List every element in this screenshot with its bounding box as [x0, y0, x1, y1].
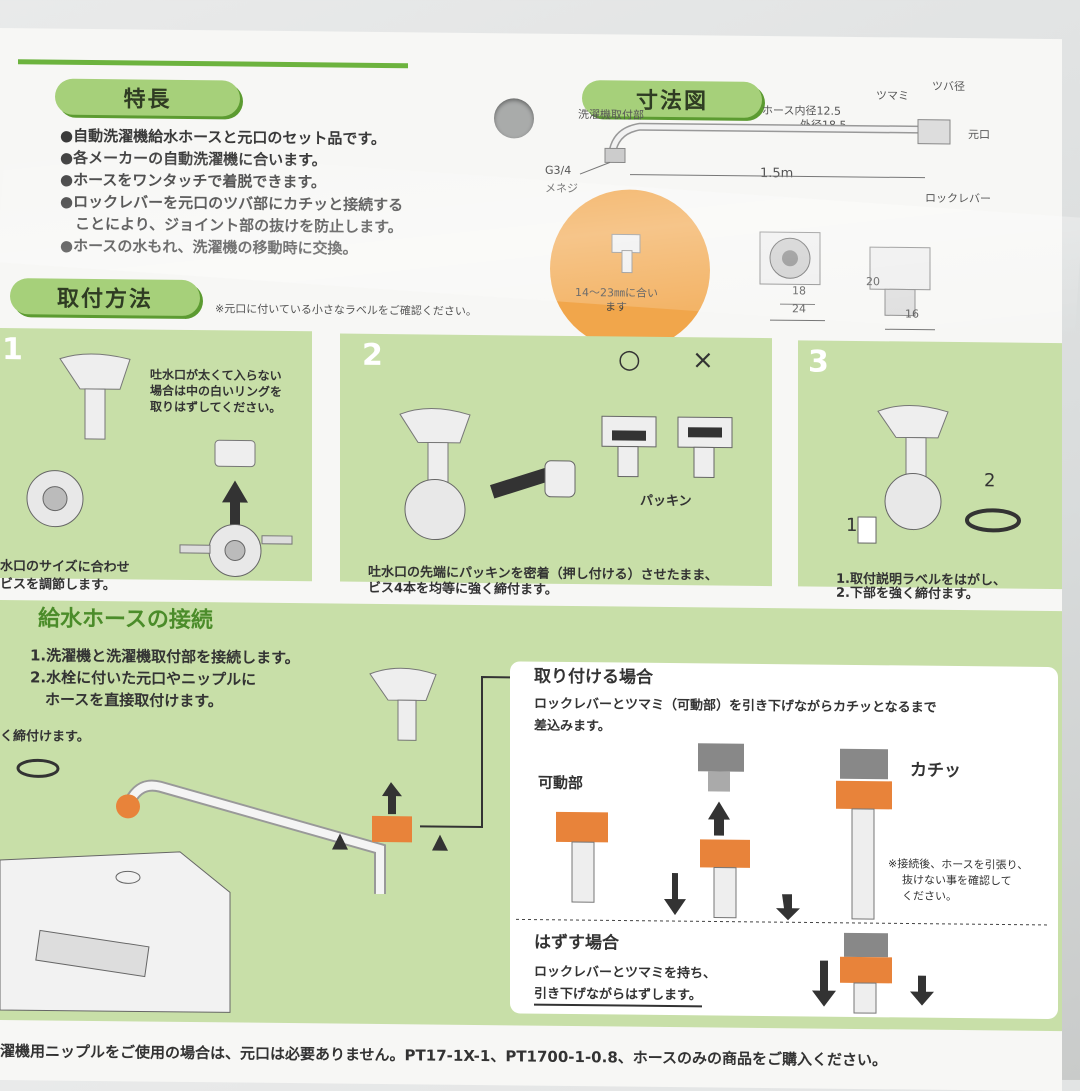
step2-panel: 2 ○ × パッキン 吐水口の先端にパッキンを密着（押し付ける）させたまま、: [340, 334, 772, 587]
detach-desc1: ロックレバーとツマミを持ち、: [534, 964, 716, 984]
install-title: 取付方法: [10, 278, 200, 316]
step1-text1: 水口のサイズに合わせ: [0, 558, 130, 577]
fits-range-line2: ます: [605, 298, 627, 314]
detach-desc2: 引き下げながらはずします。: [534, 986, 702, 1008]
step2-illustration: [340, 334, 772, 587]
step3-illustration: [798, 340, 1062, 589]
footer-note: 濯機用ニップルをご使用の場合は、元口は必要ありません。PT17-1X-1、PT1…: [0, 1040, 1080, 1072]
product-card: 特長 ●自動洗濯機給水ホースと元口のセット品です。 ●各メーカーの自動洗濯機に合…: [0, 28, 1062, 1091]
hose-panel: 給水ホースの接続 1.洗濯機と洗濯機取付部を接続します。 2.水栓に付いた元口や…: [0, 600, 1062, 1031]
step3-panel: 3 1 2 1.取付説明ラベルをはがし、: [798, 340, 1062, 589]
step2-text2: ビス4本を均等に強く締付ます。: [368, 580, 558, 600]
step1-illustration: [0, 328, 312, 581]
step3-text2: 2.下部を強く締付ます。: [836, 585, 979, 604]
step1-panel: 1 吐水口が太くて入らない 場合は中の白いリングを 取りはずしてください。 水口…: [0, 328, 312, 581]
install-note: ※元口に付いている小さなラベルをご確認ください。: [215, 300, 477, 319]
detach-title: はずす場合: [534, 934, 619, 953]
attach-detach-panel: 取り付ける場合 ロックレバーとツマミ（可動部）を引き下げながらカチッとなるまで …: [510, 661, 1058, 1019]
dim-16: 16: [905, 307, 919, 320]
dim-24: 24: [792, 302, 806, 315]
hose-illustration: [0, 600, 510, 1025]
dim-20: 20: [866, 275, 880, 288]
step1-text2: ビスを調節します。: [0, 576, 116, 595]
dim-18: 18: [792, 284, 806, 297]
